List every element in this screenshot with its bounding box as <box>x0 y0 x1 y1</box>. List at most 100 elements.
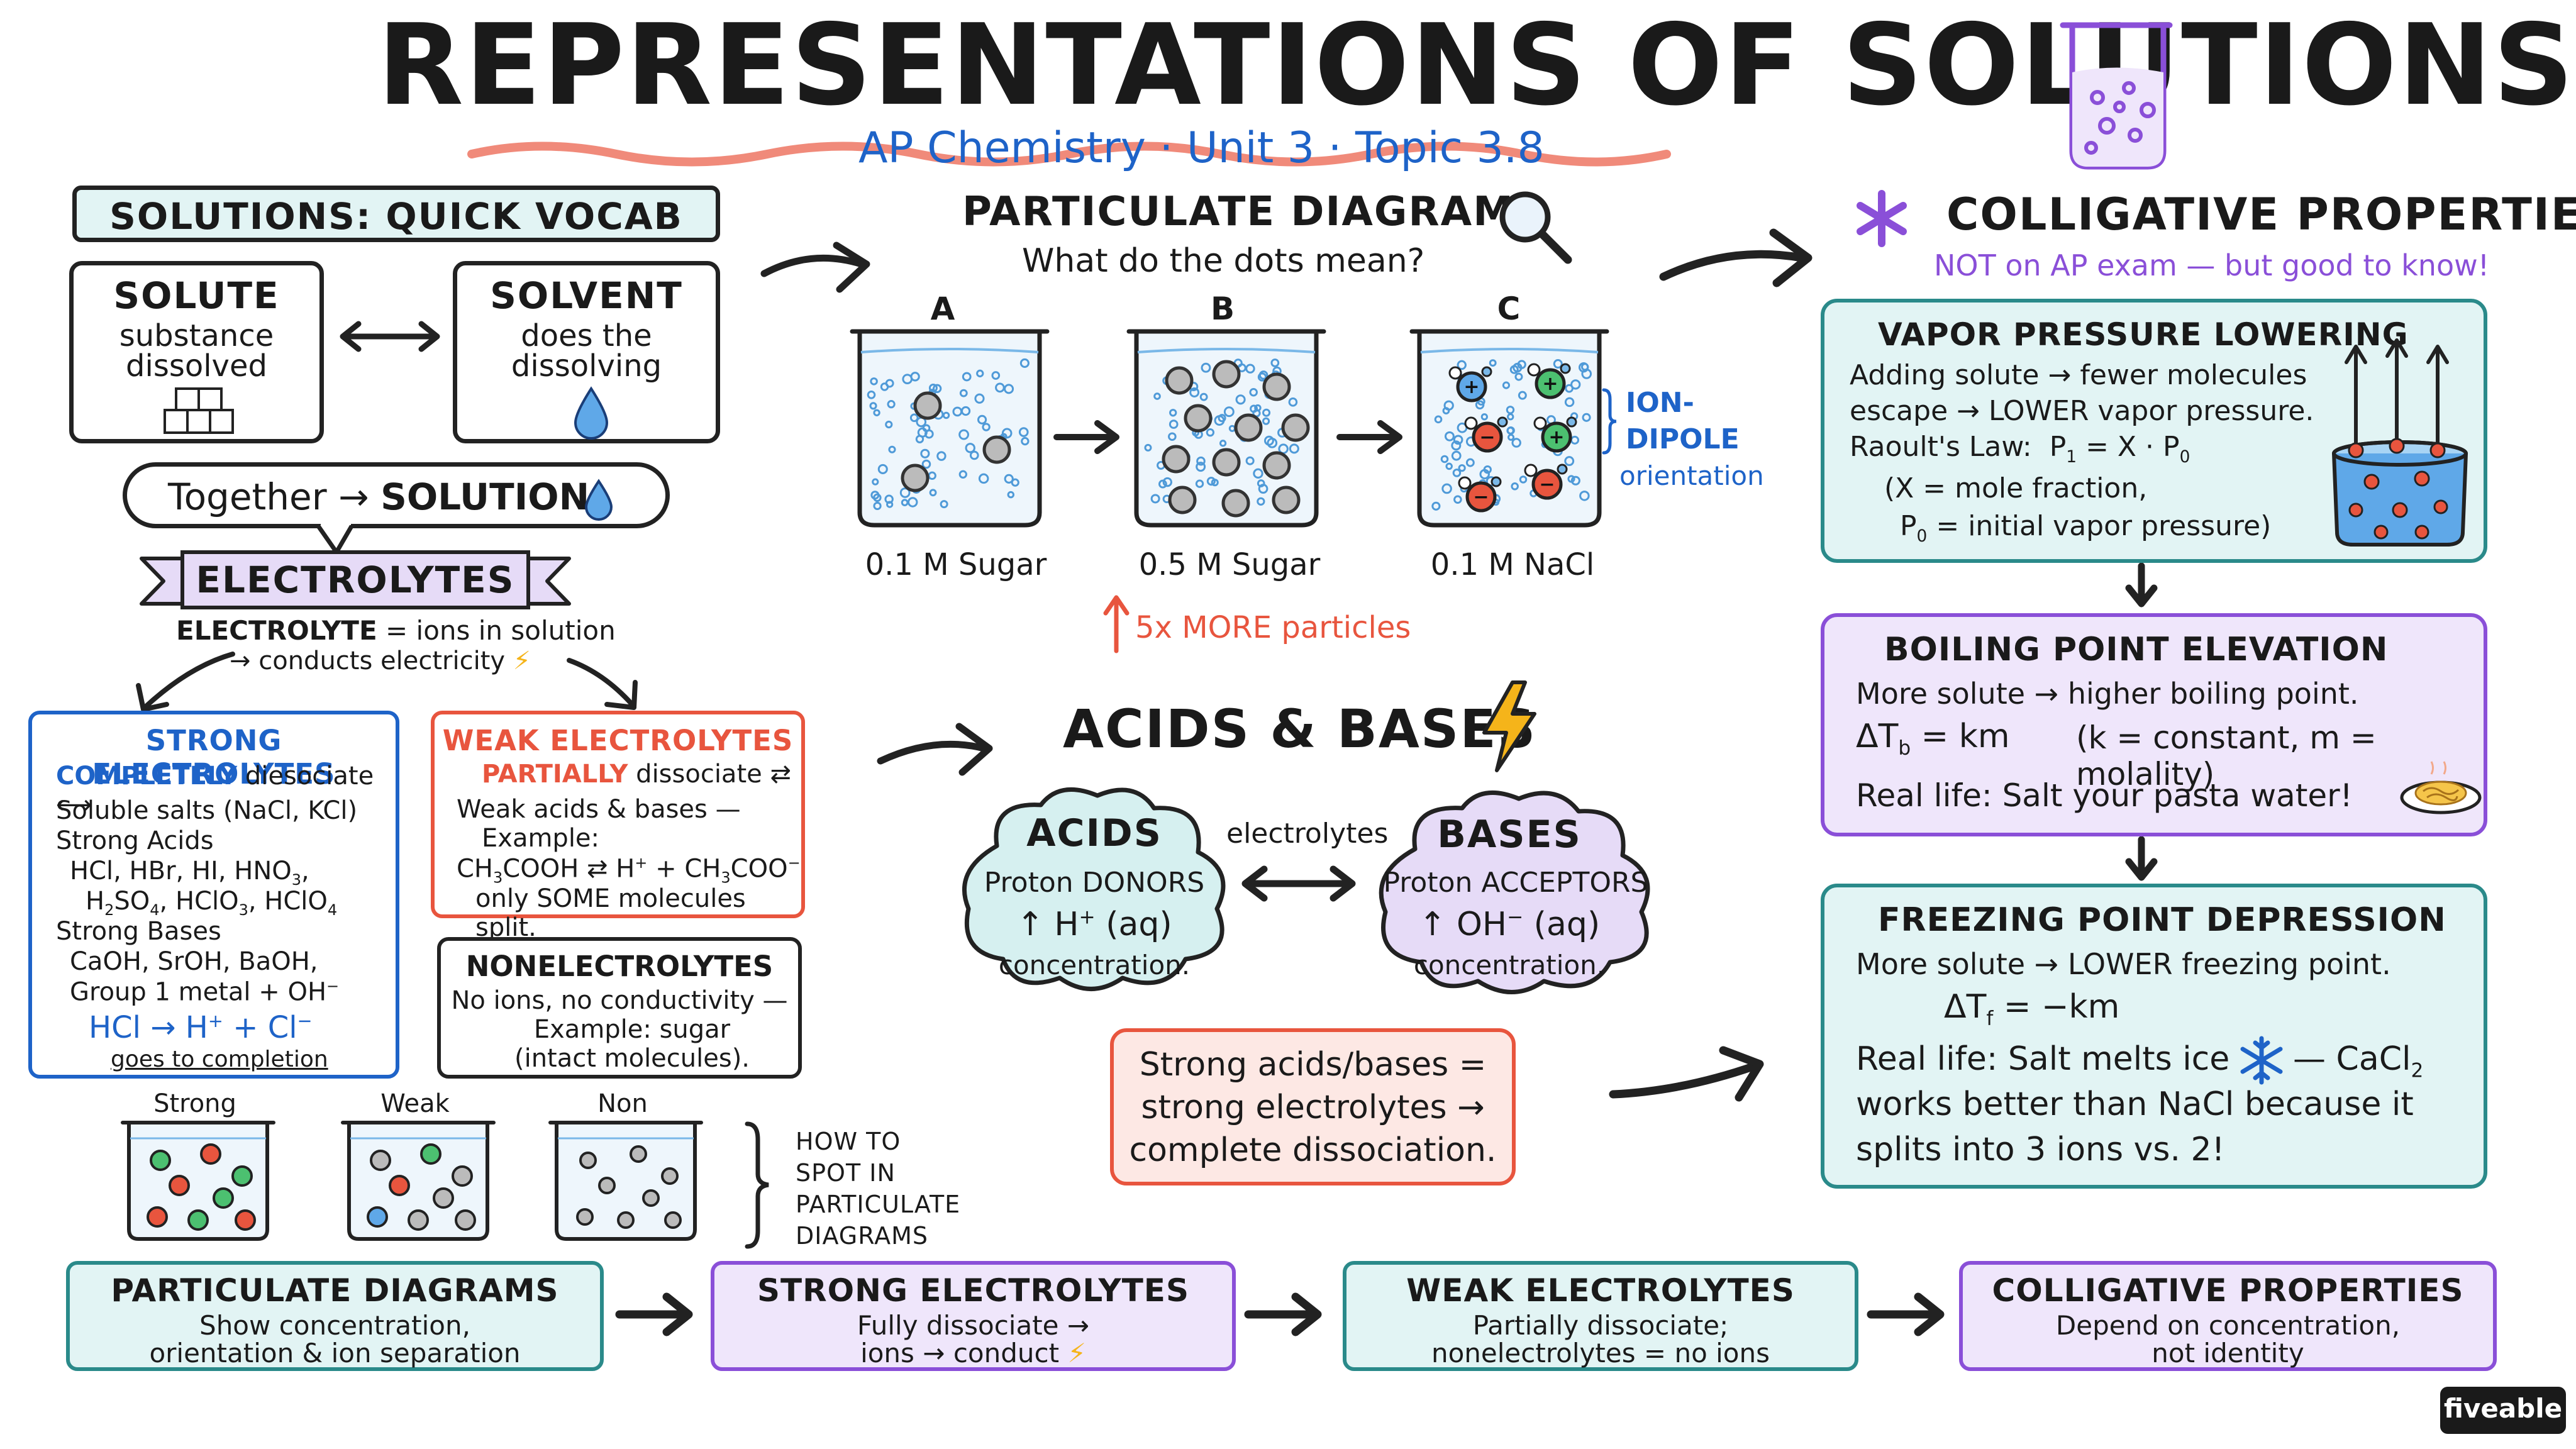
flow-arrow-2 <box>1244 1292 1322 1336</box>
water-molecule <box>1245 456 1255 465</box>
water-molecule <box>1168 432 1177 441</box>
snowflake-icon <box>2240 1036 2283 1085</box>
particle <box>661 1167 679 1185</box>
water-molecule <box>1270 358 1280 367</box>
water-molecule <box>995 382 1005 393</box>
ion <box>1465 481 1497 513</box>
particle <box>213 1187 234 1209</box>
water-molecule <box>887 400 896 409</box>
vapor-beaker-icon <box>2332 338 2468 547</box>
water-molecule <box>974 393 985 404</box>
water-dipole <box>1491 476 1502 487</box>
water-molecule <box>920 448 930 458</box>
water-molecule <box>1511 438 1521 448</box>
water-molecule <box>1451 450 1462 461</box>
water-molecule <box>1507 413 1514 421</box>
water-molecule <box>907 497 918 508</box>
water-dipole <box>1497 416 1508 428</box>
water-molecule <box>1507 433 1515 441</box>
water-molecule <box>1431 501 1441 511</box>
ion <box>1531 469 1563 500</box>
arrow-to-acids <box>877 723 993 776</box>
water-molecule <box>1267 437 1278 448</box>
down-arrow-1 <box>2125 563 2158 608</box>
sugar-particle <box>1272 486 1301 514</box>
water-molecule <box>1479 469 1490 480</box>
water-line <box>860 348 1039 353</box>
page-subtitle: AP Chemistry · Unit 3 · Topic 3.8 <box>858 123 1545 173</box>
water-molecule <box>976 369 984 377</box>
small-beaker-1 <box>121 1121 275 1241</box>
particle <box>408 1209 429 1231</box>
arrow-to-particulate <box>760 242 870 293</box>
water-molecule <box>982 423 991 431</box>
ion-charge: + <box>1463 376 1479 398</box>
water-molecule <box>1218 414 1226 423</box>
solute-card: SOLUTE substance dissolved <box>69 261 324 443</box>
title-underline <box>467 142 1671 167</box>
sugar-particle <box>1262 451 1291 480</box>
water-molecule <box>978 473 989 484</box>
water-molecule <box>1458 464 1466 472</box>
ion-charge: + <box>1542 373 1558 395</box>
acids-cloud <box>962 787 1226 991</box>
water-line <box>1420 348 1599 353</box>
sugar-particle <box>1262 372 1291 401</box>
sugar-particle <box>1184 404 1213 433</box>
sugar-particle <box>982 435 1011 464</box>
flow-strong: STRONG ELECTROLYTES Fully dissociate → i… <box>711 1261 1236 1371</box>
ion-charge: + <box>1548 426 1564 448</box>
water-molecule <box>870 377 878 386</box>
water-dipole <box>1458 476 1472 490</box>
water-molecule <box>1440 455 1449 464</box>
sugar-particle <box>1168 486 1197 514</box>
beaker-3: ++−+−− <box>1409 329 1609 528</box>
water-dipole <box>1448 366 1462 380</box>
water-dipole <box>1560 363 1571 374</box>
water-molecule <box>1258 484 1269 494</box>
water-molecule <box>1453 435 1463 445</box>
water-molecule <box>1144 443 1152 452</box>
water-drop-icon <box>574 386 609 440</box>
water-molecule <box>1582 413 1591 422</box>
water-molecule <box>1288 397 1298 407</box>
water-molecule <box>959 389 968 397</box>
flow-particulate: PARTICULATE DIAGRAMS Show concentration,… <box>66 1261 604 1371</box>
flow-arrow-3 <box>1867 1292 1945 1336</box>
ion <box>1541 421 1572 453</box>
water-molecule <box>873 501 882 511</box>
up-arrow <box>1103 595 1130 653</box>
brand-logo: fiveable <box>2440 1387 2566 1434</box>
freezing-point-card: FREEZING POINT DEPRESSION More solute → … <box>1821 884 2487 1189</box>
water-molecule <box>1506 406 1515 414</box>
ion <box>1456 371 1487 402</box>
beaker-arrow <box>1053 420 1119 454</box>
water-molecule <box>965 443 975 453</box>
water-molecule <box>933 384 942 393</box>
water-molecule <box>873 409 880 416</box>
nonelectrolytes-card: NONELECTROLYTES No ions, no conductivity… <box>437 937 802 1079</box>
electrolyte-definition-2: → conducts electricity ⚡ <box>230 647 531 675</box>
sugar-particle <box>1221 489 1250 518</box>
particle <box>579 1152 597 1169</box>
water-molecule <box>1453 495 1462 504</box>
ion <box>1472 421 1503 453</box>
strong-acids-card: Strong acids/bases = strong electrolytes… <box>1110 1028 1516 1185</box>
ion-dipole-brace <box>1602 388 1617 455</box>
particle <box>147 1206 168 1228</box>
water-dipole <box>1524 464 1538 477</box>
water-molecule <box>1199 392 1208 401</box>
particle <box>598 1177 616 1194</box>
vapor-pressure-card: VAPOR PRESSURE LOWERING Adding solute → … <box>1821 299 2487 563</box>
sugar-particle <box>1212 448 1241 477</box>
sugar-particle <box>1212 360 1241 389</box>
water-dipole <box>1533 416 1547 430</box>
page-title: REPRESENTATIONS OF SOLUTIONS <box>377 0 2575 130</box>
water-molecule <box>1518 391 1527 400</box>
water-molecule <box>869 402 877 410</box>
particle <box>367 1206 388 1228</box>
small-beaker-3 <box>548 1121 703 1241</box>
water-molecule <box>1257 372 1267 382</box>
particle <box>576 1208 594 1226</box>
weak-electrolytes-card: WEAK ELECTROLYTES PARTIALLY dissociate ⇄… <box>431 711 805 942</box>
